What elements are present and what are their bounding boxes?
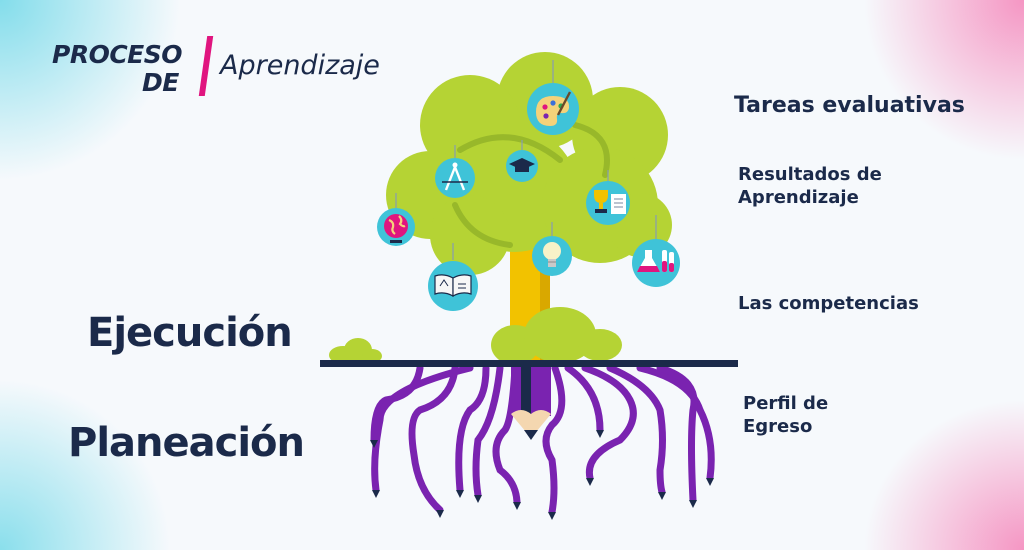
- book-icon: [428, 261, 478, 311]
- base-bush: [491, 307, 622, 365]
- trophy-certificate-icon: [586, 181, 630, 225]
- root-tips: [370, 430, 714, 520]
- label-competencias: Las competencias: [738, 293, 919, 314]
- compass-icon: [435, 158, 475, 198]
- pencil-roots: [370, 364, 715, 516]
- level-lower-label: Planeación: [68, 420, 305, 466]
- graduation-cap-icon: [506, 150, 538, 182]
- tree-foliage: [386, 52, 672, 275]
- globe-icon: [377, 208, 415, 246]
- label-perfil: Perfil de Egreso: [743, 393, 829, 438]
- palette-icon: [527, 83, 579, 135]
- title-line2: DE: [142, 68, 179, 97]
- level-upper-label: Ejecución: [87, 310, 293, 356]
- title-subtitle: Aprendizaje: [220, 50, 380, 81]
- lab-flasks-icon: [632, 239, 680, 287]
- lightbulb-icon: [532, 236, 572, 276]
- ground-line: [320, 360, 738, 367]
- pencil: [511, 366, 551, 440]
- left-bush: [329, 338, 382, 364]
- title-line1: PROCESO: [52, 40, 183, 69]
- label-tareas: Tareas evaluativas: [734, 93, 965, 118]
- label-resultados: Resultados de Aprendizaje: [738, 164, 882, 209]
